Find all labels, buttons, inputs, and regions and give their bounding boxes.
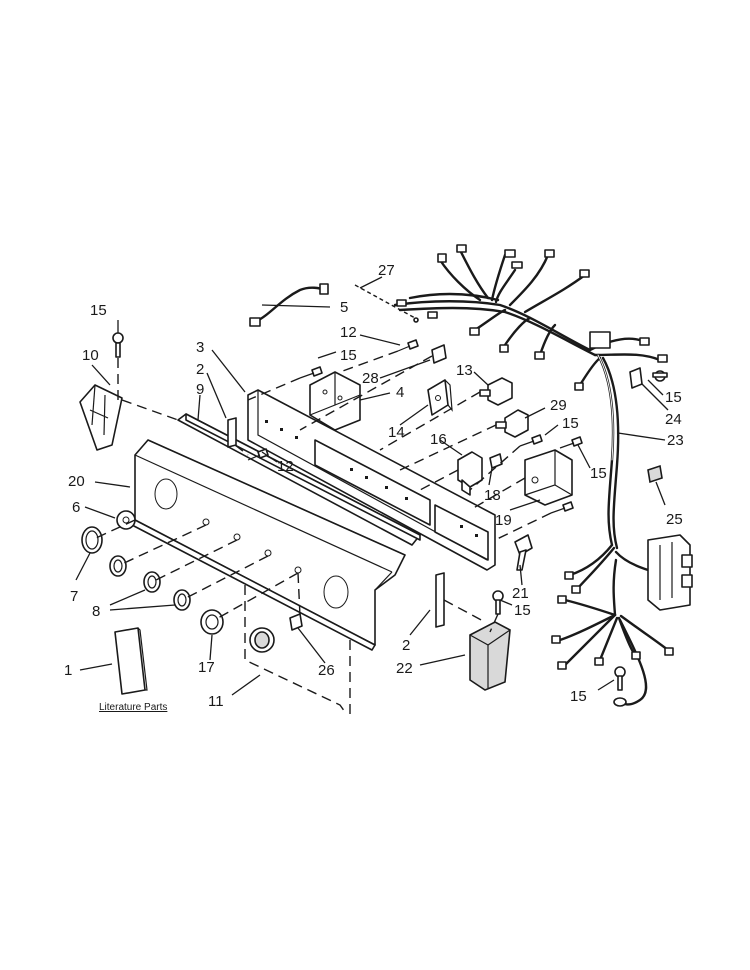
callout-label: 15 [570, 688, 587, 705]
callout-label: 21 [512, 585, 529, 602]
callout-label: 29 [550, 397, 567, 414]
callout-label: 20 [68, 473, 85, 490]
clip-24[interactable] [629, 367, 643, 389]
callout-label: 13 [456, 362, 473, 379]
callout-label: 26 [318, 662, 335, 679]
leader-lines [75, 276, 669, 696]
knob-8[interactable] [143, 571, 161, 593]
ground-wire[interactable] [354, 284, 419, 323]
selector-switch-16[interactable] [457, 451, 483, 496]
shaft-26[interactable] [289, 613, 303, 631]
callout-numbers: 15 10 3 2 9 27 5 12 15 28 4 13 29 14 16 … [64, 262, 684, 713]
callout-label: 14 [388, 424, 405, 441]
screw[interactable] [112, 332, 124, 358]
screw[interactable] [559, 436, 583, 449]
callout-label: 11 [208, 693, 224, 710]
callout-label: 4 [396, 384, 404, 401]
callout-label: 15 [340, 347, 357, 364]
callout-label: 18 [484, 487, 501, 504]
console-panel[interactable] [131, 439, 406, 651]
knob-8[interactable] [173, 589, 191, 611]
callout-label: 23 [667, 432, 684, 449]
jumper-wire[interactable] [249, 283, 329, 327]
screw[interactable] [614, 666, 626, 691]
screw-12[interactable] [247, 448, 269, 461]
knob-8[interactable] [109, 555, 127, 577]
switch-bracket-14[interactable] [427, 379, 453, 416]
callout-label: 16 [430, 431, 447, 448]
callout-label: 15 [90, 302, 107, 319]
literature-card[interactable] [114, 627, 148, 695]
callout-label: 10 [82, 347, 99, 364]
callout-label: 3 [196, 339, 204, 356]
screw-12[interactable] [397, 339, 419, 352]
literature-parts-label[interactable]: Literature Parts [99, 702, 167, 713]
screw[interactable] [299, 366, 323, 379]
spacer-lower[interactable] [435, 572, 445, 628]
clip-28[interactable] [431, 344, 447, 364]
callout-label: 15 [590, 465, 607, 482]
knob-7[interactable] [81, 526, 103, 554]
screw[interactable] [492, 590, 504, 615]
control-bracket[interactable] [247, 389, 496, 571]
callout-label: 2 [196, 361, 204, 378]
terminal-block[interactable] [647, 534, 693, 611]
callout-label: 15 [514, 602, 531, 619]
callout-label: 5 [340, 299, 348, 316]
callout-label: 9 [196, 381, 204, 398]
callout-label: 2 [402, 637, 410, 654]
callout-label: 24 [665, 411, 682, 428]
wire-harness[interactable] [393, 244, 693, 707]
timer-19[interactable] [524, 449, 573, 506]
spacer-upper[interactable] [227, 417, 237, 448]
callout-label: 12 [340, 324, 357, 341]
ring-17[interactable] [200, 609, 224, 635]
callout-label: 15 [562, 415, 579, 432]
callout-label: 27 [378, 262, 395, 279]
callout-label: 6 [72, 499, 80, 516]
screw[interactable] [550, 501, 574, 514]
part-18[interactable] [489, 453, 503, 469]
callout-label: 1 [64, 662, 72, 679]
callout-label: 7 [70, 588, 78, 605]
console-trim[interactable] [177, 413, 421, 546]
callout-label: 12 [277, 458, 294, 475]
callout-label: 8 [92, 603, 100, 620]
switch-29[interactable] [495, 409, 529, 438]
electronic-control[interactable] [309, 371, 361, 431]
callout-label: 15 [665, 389, 682, 406]
lever-21[interactable] [514, 534, 533, 571]
side-bracket[interactable] [79, 384, 123, 451]
assembly-lines [95, 350, 552, 715]
switch-13[interactable] [479, 377, 513, 406]
callout-label: 19 [495, 512, 512, 529]
screw[interactable] [519, 434, 543, 447]
screw[interactable] [652, 370, 668, 382]
callout-label: 22 [396, 660, 413, 677]
callout-label: 25 [666, 511, 683, 528]
knob-assembly-11[interactable] [249, 627, 275, 653]
part-25[interactable] [647, 464, 663, 484]
callout-label: 17 [198, 659, 215, 676]
cover-22[interactable] [469, 621, 511, 691]
callout-label: 28 [362, 370, 379, 387]
